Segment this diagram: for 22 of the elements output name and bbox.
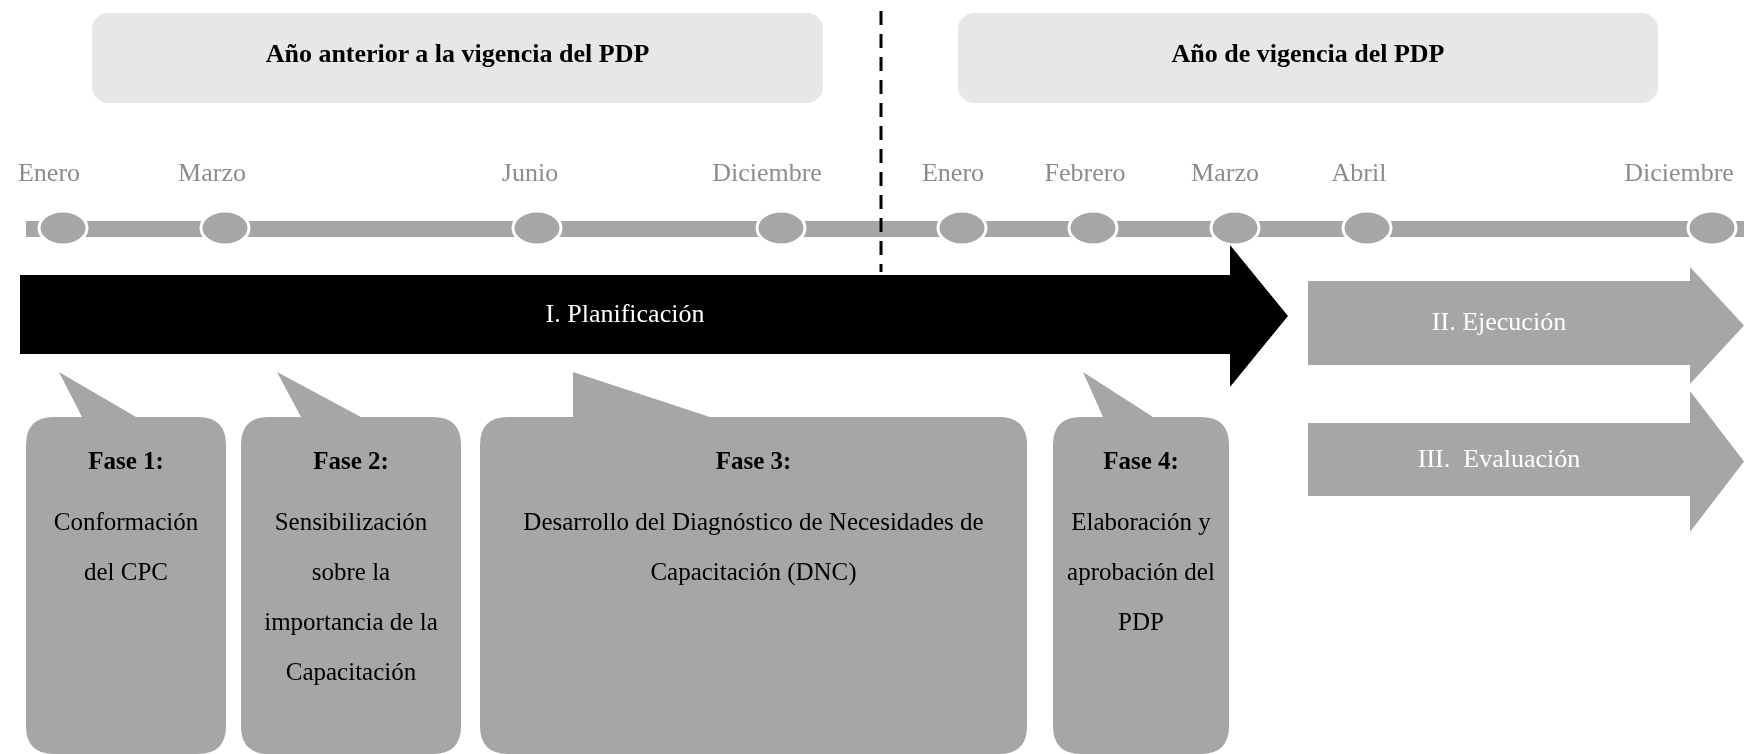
month-label: Abril [1331,158,1387,188]
month-label: Diciembre [1624,158,1734,188]
phase-title: Fase 2: [312,447,390,475]
phase-title: Fase 1: [87,447,165,475]
month-label: Junio [501,158,559,188]
month-label: Enero [17,158,81,188]
phase-label: III. Evaluación [1416,443,1582,474]
month-label: Enero [921,158,985,188]
phase-label: II. Ejecución [1430,307,1568,337]
month-label: Diciembre [712,158,822,188]
period-title: Año anterior a la vigencia del PDP [264,39,651,69]
phase-description: Conformación del CPC [52,507,200,587]
phase-label: I. Planificación [544,298,706,329]
phase-description: Elaboración y aprobación del PDP [1066,507,1216,637]
phase-description: Sensibilización sobre la importancia de la Capacitación [263,507,439,687]
month-label: Marzo [178,158,246,188]
phase-title: Fase 3: [714,447,793,475]
month-label: Febrero [1044,158,1126,188]
phase-description: Desarrollo del Diagnóstico de Necesidades de Capacitación (DNC) [522,507,985,588]
period-title: Año de vigencia del PDP [1170,39,1446,69]
phase-title: Fase 4: [1102,447,1180,475]
month-label: Marzo [1191,158,1259,188]
